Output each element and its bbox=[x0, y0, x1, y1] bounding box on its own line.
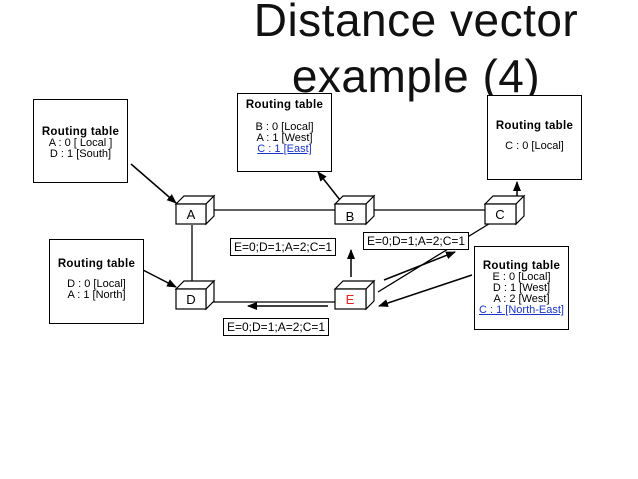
arrow-table-a-to-node-a bbox=[130, 163, 177, 204]
routing-entry: A : 2 [West] bbox=[493, 293, 550, 305]
routing-entry-link[interactable]: C : 1 [East] bbox=[257, 143, 312, 155]
routing-table-b: Routing table B : 0 [Local] A : 1 [West]… bbox=[237, 93, 332, 172]
routing-table-header: Routing table bbox=[41, 126, 120, 138]
routing-entry-link[interactable]: C : 1 [North-East] bbox=[479, 304, 564, 316]
link-e-c bbox=[377, 221, 493, 293]
routing-table-header: Routing table bbox=[482, 260, 561, 272]
routing-table-d: Routing table D : 0 [Local] A : 1 [North… bbox=[49, 239, 144, 324]
node-c bbox=[483, 194, 526, 226]
routing-entry: B : 0 [Local] bbox=[255, 121, 314, 133]
message-to-b: E=0;D=1;A=2;C=1 bbox=[230, 238, 337, 256]
arrow-table-e-to-node-e bbox=[378, 274, 473, 307]
node-e bbox=[333, 279, 376, 311]
node-c-label: C bbox=[495, 207, 504, 222]
routing-entry: D : 1 [South] bbox=[49, 148, 112, 160]
routing-entry: D : 0 [Local] bbox=[67, 278, 126, 290]
node-d-label: D bbox=[186, 292, 195, 307]
slide-title: Distance vector example (4) bbox=[216, 0, 616, 104]
node-a bbox=[174, 194, 216, 226]
node-a-label: A bbox=[187, 207, 196, 222]
routing-table-c: Routing table C : 0 [Local] bbox=[487, 95, 582, 180]
message-to-d: E=0;D=1;A=2;C=1 bbox=[223, 318, 330, 336]
message-to-c: E=0;D=1;A=2;C=1 bbox=[363, 232, 470, 250]
routing-entry: A : 0 [ Local ] bbox=[48, 137, 113, 149]
arrow-message-to-c bbox=[383, 251, 456, 281]
node-b-label: B bbox=[346, 209, 355, 224]
routing-table-e: Routing table E : 0 [Local] D : 1 [West]… bbox=[474, 246, 569, 330]
routing-table-a: Routing table A : 0 [ Local ] D : 1 [Sou… bbox=[33, 99, 128, 183]
node-b bbox=[333, 194, 376, 226]
title-line-2: example (4) bbox=[291, 50, 541, 102]
node-d bbox=[174, 279, 216, 311]
routing-entry: C : 0 [Local] bbox=[505, 140, 564, 152]
routing-table-header: Routing table bbox=[495, 120, 574, 132]
routing-entry: A : 1 [North] bbox=[67, 289, 126, 301]
routing-table-header: Routing table bbox=[245, 99, 324, 111]
title-line-1: Distance vector bbox=[253, 0, 579, 46]
routing-entry: D : 1 [West] bbox=[492, 282, 551, 294]
routing-table-header: Routing table bbox=[57, 258, 136, 270]
routing-entry: E : 0 [Local] bbox=[492, 271, 551, 283]
routing-entry: A : 1 [West] bbox=[256, 132, 313, 144]
node-e-label: E bbox=[346, 292, 355, 307]
arrow-node-b-to-table-b bbox=[317, 171, 341, 201]
arrow-table-d-to-node-d bbox=[142, 269, 177, 288]
